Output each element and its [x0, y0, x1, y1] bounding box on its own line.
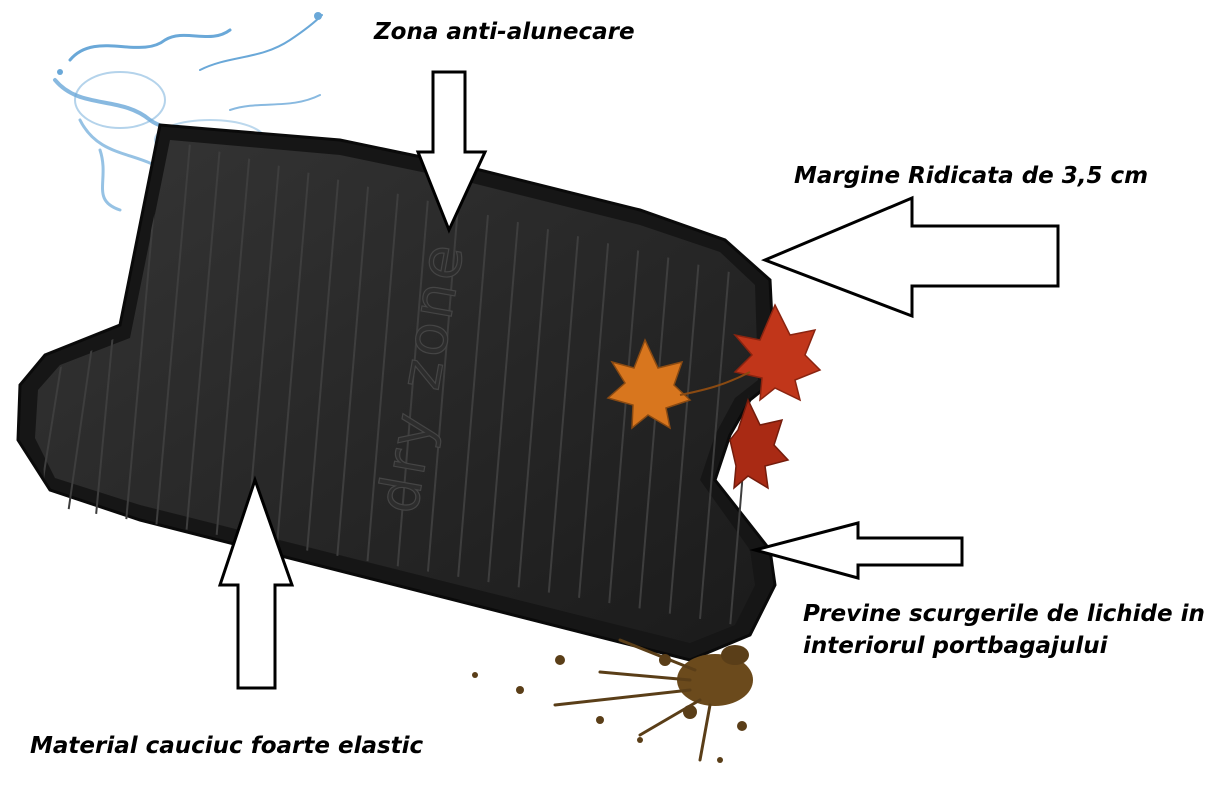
raised-edge-label: Margine Ridicata de 3,5 cm [794, 163, 1149, 189]
maple-leaf-orange [606, 338, 692, 430]
leak-prevention-label: Previne scurgerile de lichide in interio… [803, 598, 1205, 662]
arrow-left-icon [760, 195, 1060, 319]
maple-leaf-red [733, 303, 822, 402]
autumn-leaves-image [606, 303, 822, 490]
mat-inner-surface [35, 140, 758, 643]
material-label: Material cauciuc foarte elastic [30, 733, 424, 759]
arrow-down-icon [415, 70, 488, 234]
mud-splash-image [472, 638, 753, 763]
arrow-left-small-icon [749, 521, 964, 580]
anti-slip-zone-label: Zona anti-alunecare [374, 19, 635, 45]
maple-leaf-dark-red [729, 398, 790, 490]
leak-prevention-line-2: interiorul portbagajului [803, 633, 1108, 659]
arrow-up-icon [217, 475, 295, 690]
leak-prevention-line-1: Previne scurgerile de lichide in [803, 601, 1205, 627]
trunk-mat: dry zone [16, 123, 777, 662]
